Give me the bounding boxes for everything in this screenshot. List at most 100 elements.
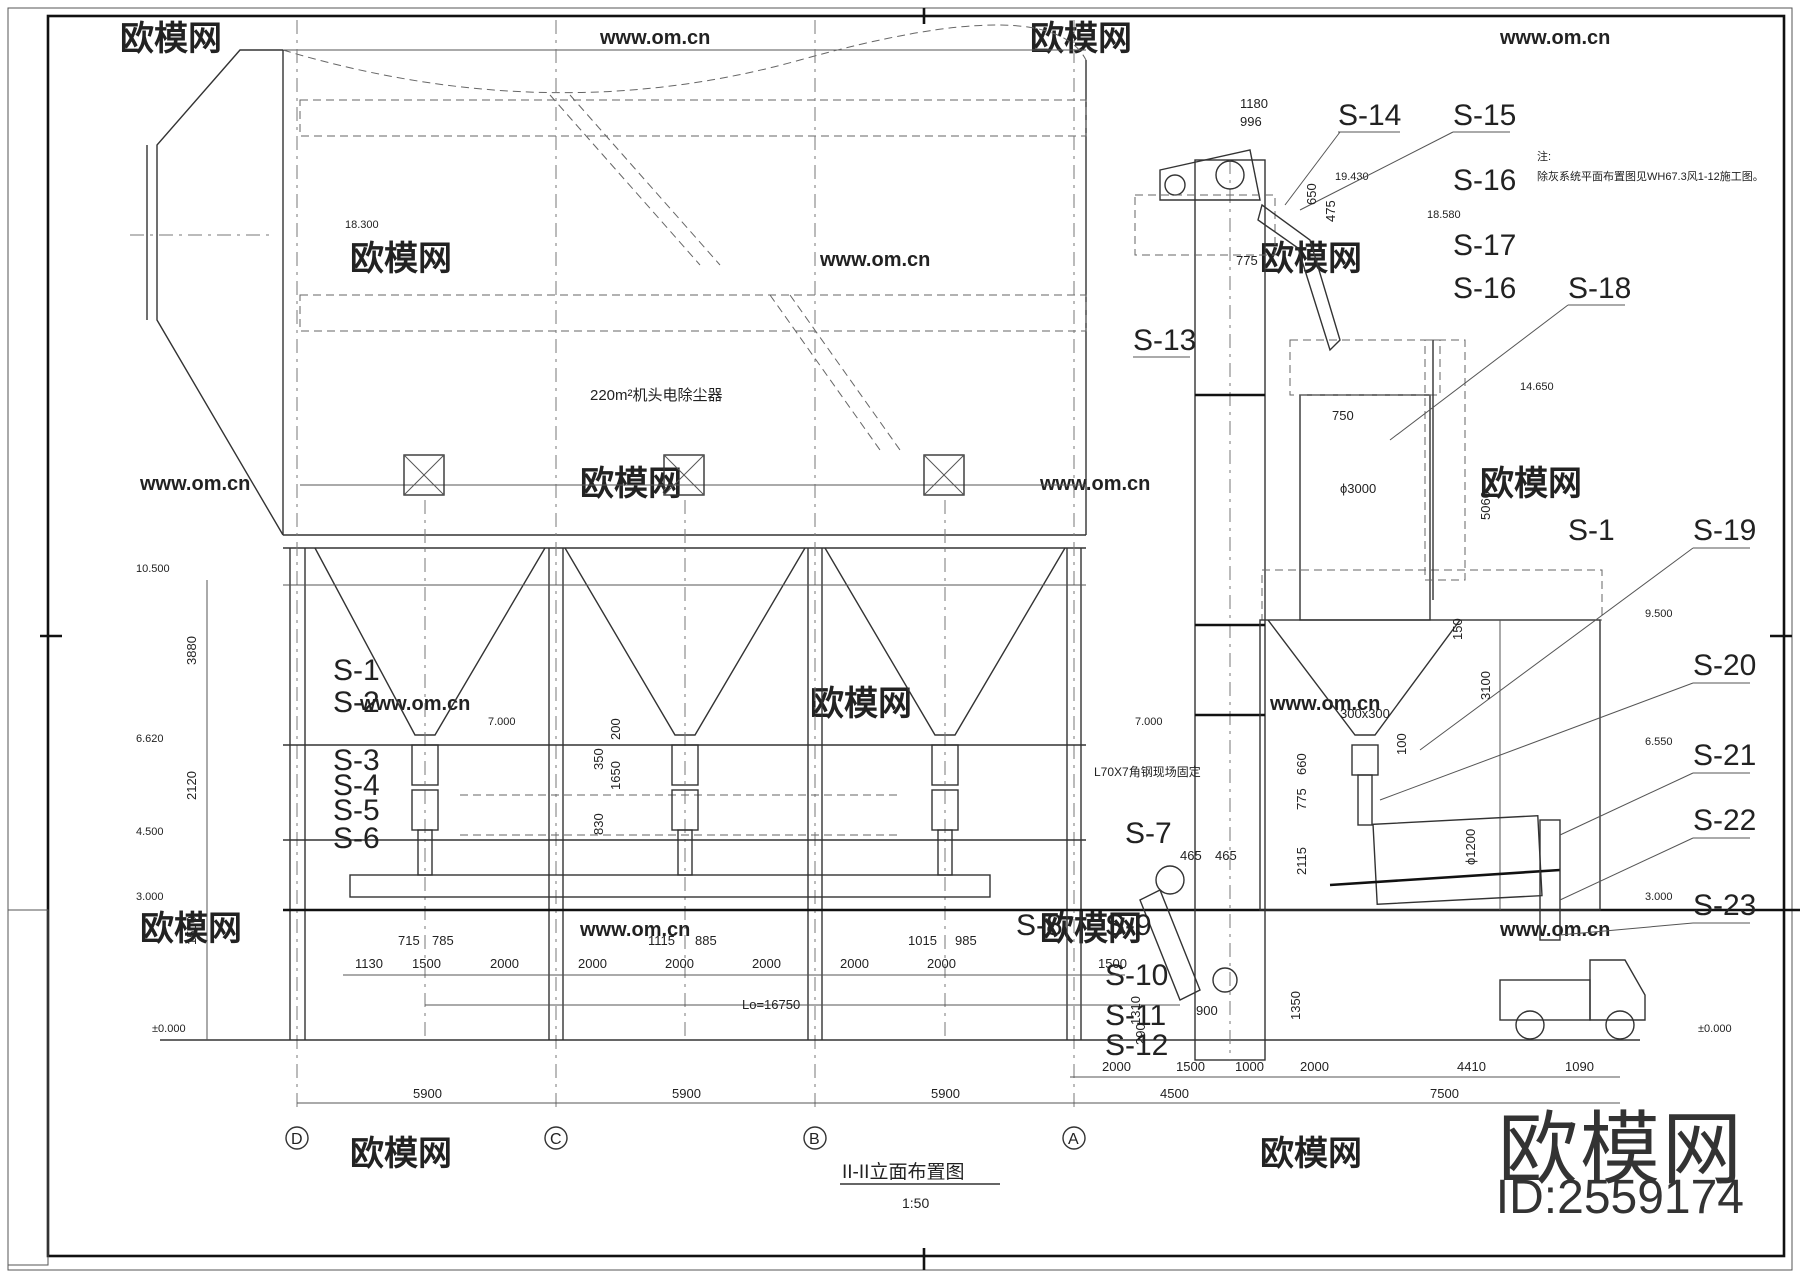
- level-mark: 3.000: [136, 891, 164, 903]
- dim-text: 1350: [1288, 991, 1303, 1020]
- dim-text: 2115: [1294, 847, 1309, 875]
- level-mark: 9.500: [1645, 608, 1673, 620]
- dim-text: 1500: [412, 956, 441, 971]
- watermark-url: www.om.cn: [1039, 473, 1150, 495]
- equipment-tag: S-23: [1693, 889, 1756, 922]
- dim-text: 1130: [355, 956, 383, 971]
- equipment-label: 220m²机头电除尘器: [590, 387, 723, 404]
- axis-span: 5900: [931, 1086, 960, 1101]
- axis-lines: [296, 20, 1075, 1110]
- dim-text: 2000: [840, 956, 869, 971]
- notes-text: 除灰系统平面布置图见WH67.3风1-12施工图。: [1537, 169, 1764, 183]
- drawing-title: II-II立面布置图: [842, 1161, 964, 1183]
- axis-bubble-label: D: [291, 1131, 303, 1148]
- dim-text: 885: [695, 933, 717, 948]
- equipment-tag: S-22: [1693, 804, 1756, 837]
- dim-text: 475: [1323, 200, 1338, 222]
- dim-text: 1180: [1240, 96, 1268, 111]
- mixer: [1329, 814, 1561, 941]
- dim-text: 4410: [1457, 1059, 1486, 1074]
- watermark-url: www.om.cn: [1499, 919, 1610, 941]
- dim-text: 350: [591, 748, 606, 770]
- dim-text: 650: [1304, 183, 1319, 205]
- precipitator: 220m²机头电除尘器: [130, 24, 1087, 549]
- equipment-tag: S-19: [1693, 514, 1756, 547]
- watermark-brand: 欧模网: [810, 685, 912, 723]
- dim-text: 2000: [578, 956, 607, 971]
- level-mark: 7.000: [1135, 716, 1163, 728]
- watermark-brand: 欧模网: [1260, 240, 1362, 278]
- drawing-scale: 1:50: [902, 1195, 929, 1211]
- equipment-tag: S-15: [1453, 99, 1516, 132]
- dim-text: 1090: [1565, 1059, 1594, 1074]
- dim-text: 2000: [665, 956, 694, 971]
- dim-text: 465: [1180, 848, 1202, 863]
- dim-text: 750: [1332, 408, 1354, 423]
- dim-text: 1650: [608, 761, 623, 790]
- equipment-tag: S-13: [1133, 324, 1196, 357]
- bucket-elevator: [1134, 149, 1276, 1061]
- equipment-tag: S-3: [333, 744, 380, 777]
- equipment-tag: S-16: [1453, 164, 1516, 197]
- axis-bubble-label: A: [1068, 1131, 1079, 1148]
- watermark-url: www.om.cn: [1269, 693, 1380, 715]
- truck: [1499, 959, 1646, 1040]
- dim-text: 775: [1236, 253, 1258, 268]
- dim-text: 2000: [752, 956, 781, 971]
- axis-span: 5900: [413, 1086, 442, 1101]
- dim-text: 2000: [927, 956, 956, 971]
- level-mark: 14.650: [1520, 381, 1554, 393]
- level-mark: 3.000: [1645, 891, 1673, 903]
- dim-text: 2120: [184, 771, 199, 800]
- equipment-tag: S-2: [333, 686, 380, 719]
- dim-text: 2000: [1300, 1059, 1329, 1074]
- dim-text: 1500: [184, 916, 199, 945]
- watermark-url: www.om.cn: [599, 27, 710, 49]
- dim-text: 900: [1196, 1003, 1218, 1018]
- equipment-tag: S-18: [1568, 272, 1631, 305]
- dim-text: 1115: [648, 933, 675, 948]
- dim-text: 660: [1294, 753, 1309, 775]
- dim-text: 290: [1133, 1023, 1148, 1045]
- tag-leaders: [1133, 131, 1750, 936]
- axis-dimensions: 5900 5900 5900 4500 7500 D C B A: [285, 1086, 1620, 1150]
- watermark-brand: 欧模网: [580, 465, 682, 503]
- dim-text: 715: [398, 933, 420, 948]
- axis-bubble-label: C: [550, 1131, 562, 1148]
- dim-text: 985: [955, 933, 977, 948]
- conveyor-length: Lo=16750: [742, 997, 800, 1012]
- level-mark: 19.430: [1335, 171, 1369, 183]
- level-mark: 18.580: [1427, 209, 1461, 221]
- dim-text: 3880: [184, 636, 199, 665]
- dim-text: 300x300: [1340, 706, 1390, 721]
- axis-span: 5900: [672, 1086, 701, 1101]
- title-block: II-II立面布置图 1:50 注: 除灰系统平面布置图见WH67.3风1-12…: [840, 149, 1764, 1211]
- ash-silo: [1257, 203, 1603, 911]
- watermark-brand: 欧模网: [120, 20, 222, 58]
- dim-text: 1000: [1235, 1059, 1264, 1074]
- axis-bubble-label: B: [809, 1131, 820, 1148]
- level-mark: 7.000: [488, 716, 516, 728]
- equipment-tag: S-6: [333, 822, 380, 855]
- level-mark: 4.500: [136, 826, 164, 838]
- dim-text: 1500: [1176, 1059, 1205, 1074]
- axis-span: 7500: [1430, 1086, 1459, 1101]
- dim-text: 200: [608, 718, 623, 740]
- axis-span: 4500: [1160, 1086, 1189, 1101]
- level-mark: 10.500: [136, 563, 170, 575]
- dimensions: 3880 2120 1500 715 785 1115 885 1015 985…: [184, 96, 1620, 1078]
- level-mark: ±0.000: [152, 1023, 186, 1035]
- dim-text: ϕ3000: [1340, 481, 1376, 496]
- watermark-url: www.om.cn: [819, 249, 930, 271]
- dim-text: 5060: [1478, 491, 1493, 520]
- level-mark: ±0.000: [1698, 1023, 1732, 1035]
- level-mark: 6.550: [1645, 736, 1673, 748]
- equipment-tag: S-16: [1453, 272, 1516, 305]
- dim-text: 100: [1394, 733, 1409, 755]
- notes-title: 注:: [1537, 149, 1551, 163]
- dim-text: 150: [1450, 618, 1465, 640]
- equipment-tag: S-4: [333, 769, 380, 802]
- level-marks: 18.300 10.500 6.620 4.500 3.000 ±0.000 7…: [136, 171, 1732, 1035]
- equipment-tag: S-14: [1338, 99, 1401, 132]
- equipment-tags: S-1 S-2 S-3 S-4 S-5 S-6 S-7 S-8 S-9 S-10…: [333, 99, 1756, 1062]
